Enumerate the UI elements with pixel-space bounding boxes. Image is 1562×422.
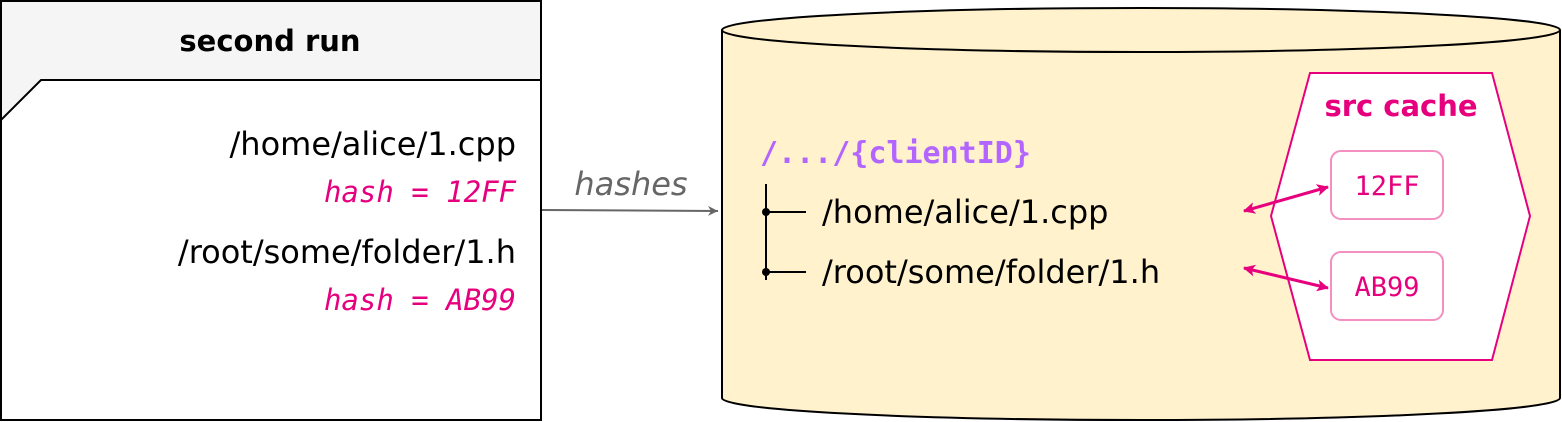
link-arrow-1 [1243, 184, 1329, 214]
panel-header [0, 0, 542, 123]
cylinder-top [721, 7, 1561, 53]
second-run-panel: second run /home/alice/1.cpp hash = 12FF… [0, 0, 542, 421]
cache-entry-2-label: AB99 [1354, 272, 1419, 303]
hashes-connector: hashes [541, 165, 719, 216]
client-path-label: /.../{clientID} [760, 136, 1031, 171]
tree-item-1: /home/alice/1.cpp [822, 193, 1108, 231]
link-arrow-2 [1243, 264, 1329, 292]
file-hash-2: hash = AB99 [324, 283, 516, 317]
cache-entry-1-label: 12FF [1354, 171, 1419, 202]
panel-title: second run [179, 24, 360, 58]
file-tree: /home/alice/1.cpp /root/some/folder/1.h [762, 184, 1160, 291]
src-cache: src cache 12FF AB99 [1269, 72, 1532, 361]
tree-node-2 [762, 268, 770, 276]
hashes-arrow [541, 205, 719, 216]
file-path-1: /home/alice/1.cpp [230, 125, 516, 163]
hashes-label: hashes [574, 165, 687, 203]
tree-node-1 [762, 208, 770, 216]
src-cache-title: src cache [1324, 89, 1477, 123]
file-hash-1: hash = 12FF [324, 175, 517, 209]
tree-item-2: /root/some/folder/1.h [822, 253, 1160, 291]
file-path-2: /root/some/folder/1.h [178, 233, 516, 271]
cache-entry-2 [1330, 251, 1444, 321]
cache-entry-1 [1330, 150, 1444, 220]
